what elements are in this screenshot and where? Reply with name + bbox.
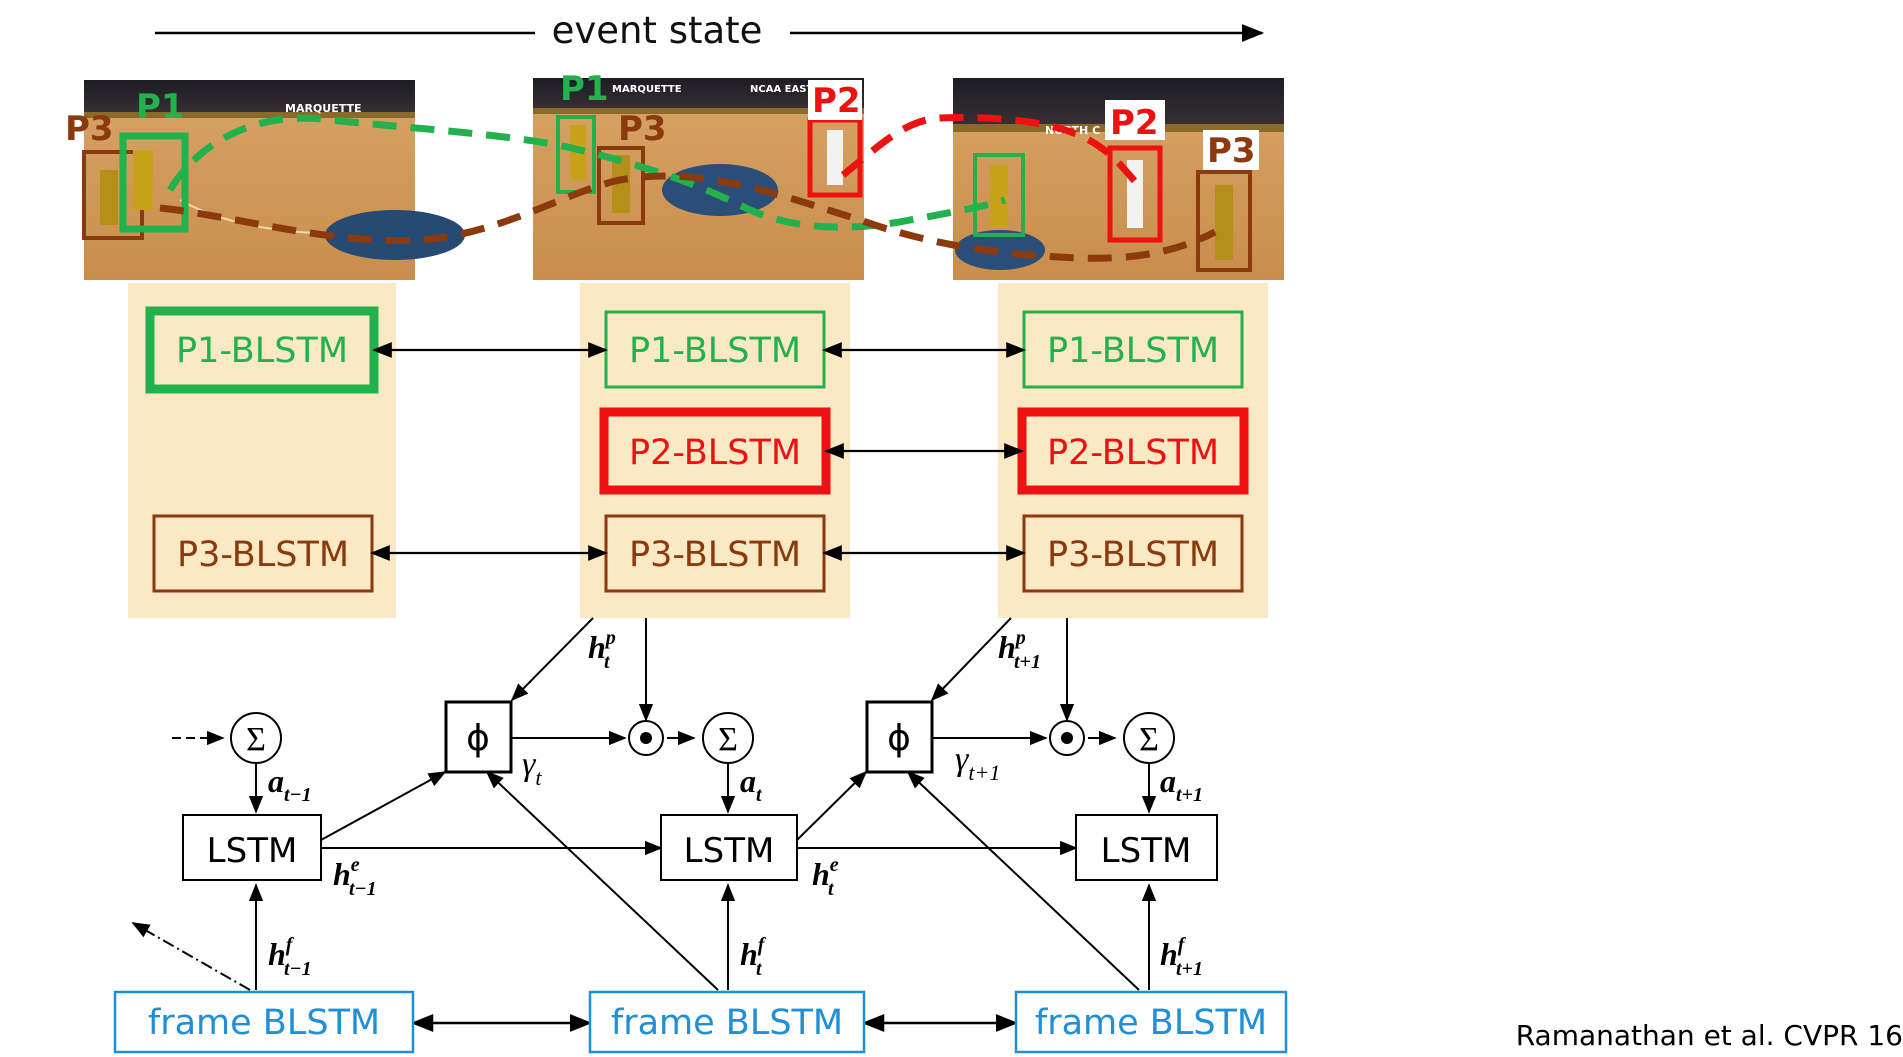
label-gamma-t-plus-1: γt+1 [955, 741, 1000, 785]
p1-tag: P1 [560, 69, 609, 109]
p3-blstm-t: P3-BLSTM [604, 514, 826, 593]
lstm-label: LSTM [207, 831, 298, 871]
dot-node-t [628, 720, 664, 756]
frame-blstm-label: frame BLSTM [1035, 1003, 1267, 1043]
event-state-title: event state [552, 9, 763, 52]
event-state-header: event state [155, 9, 1265, 52]
p2-blstm-label: P2-BLSTM [1047, 433, 1219, 473]
lstm-t-minus-1: LSTM [182, 814, 322, 881]
lstm-t: LSTM [660, 814, 798, 881]
event-network-edges [131, 617, 1157, 1032]
label-a-t-plus-1: at+1 [1160, 763, 1203, 806]
p1-blstm-t-minus-1: P1-BLSTM [145, 306, 379, 394]
p1-blstm-label: P1-BLSTM [176, 331, 348, 371]
p2-blstm-t-plus-1: P2-BLSTM [1017, 407, 1249, 495]
frame-blstm-t-minus-1: frame BLSTM [113, 990, 415, 1054]
p3-blstm-t-plus-1: P3-BLSTM [1022, 514, 1244, 593]
label-a-t-minus-1: at−1 [268, 763, 312, 806]
p1-bbox [973, 153, 1025, 237]
label-a-t: at [740, 763, 763, 806]
p1-blstm-t-plus-1: P1-BLSTM [1022, 310, 1244, 389]
p1-bbox [119, 132, 189, 233]
p1-blstm-t: P1-BLSTM [604, 310, 826, 389]
p3-bbox [597, 146, 645, 225]
scoreboard-text: NCAA EAST BASKET [750, 84, 861, 95]
person-blstm-arrows [370, 342, 1026, 561]
frame-blstm-label: frame BLSTM [611, 1003, 843, 1043]
p3-tag: P3 [618, 109, 667, 149]
sum-symbol: Σ [718, 721, 738, 758]
p3-blstm-label: P3-BLSTM [629, 535, 801, 575]
p2-tag: P2 [812, 81, 861, 121]
frame-image-t-minus-1: MARQUETTE P3 P1 [65, 80, 465, 280]
lstm-t-plus-1: LSTM [1075, 814, 1218, 881]
sum-symbol: Σ [1139, 721, 1159, 758]
phi-node-t-plus-1: ϕ [865, 700, 934, 774]
dot-node-t-plus-1 [1049, 720, 1085, 756]
sum-node-t-plus-1: Σ [1123, 712, 1175, 764]
phi-symbol: ϕ [887, 718, 911, 759]
lstm-label: LSTM [1101, 831, 1192, 871]
p3-trajectory [159, 172, 1217, 262]
p2-tag: P2 [1110, 103, 1159, 143]
sum-node-t-minus-1: Σ [230, 712, 282, 764]
phi-node-t: ϕ [444, 700, 513, 774]
p2-bbox [1107, 145, 1163, 243]
p3-blstm-t-minus-1: P3-BLSTM [152, 514, 374, 593]
p3-tag: P3 [65, 109, 114, 149]
sum-symbol: Σ [246, 721, 266, 758]
p1-blstm-label: P1-BLSTM [629, 331, 801, 371]
frame-blstm-t-plus-1: frame BLSTM [1014, 990, 1288, 1054]
citation: Ramanathan et al. CVPR 16 [1516, 1019, 1903, 1052]
phi-symbol: ϕ [466, 718, 490, 759]
frame-image-t: MARQUETTE NCAA EAST BASKET P1 P3 P2 [533, 69, 864, 280]
p2-blstm-t: P2-BLSTM [599, 407, 831, 495]
label-gamma-t: γt [522, 746, 542, 790]
p3-bbox [1196, 170, 1252, 272]
p1-trajectory [166, 114, 1007, 231]
p3-tag: P3 [1207, 131, 1256, 171]
p2-blstm-label: P2-BLSTM [629, 433, 801, 473]
player-trajectories [159, 114, 1217, 262]
frame-blstm-label: frame BLSTM [148, 1003, 380, 1043]
frame-image-t-plus-1: NORTH C P2 P3 [953, 78, 1284, 280]
p1-blstm-label: P1-BLSTM [1047, 331, 1219, 371]
court-text: MARQUETTE [612, 84, 682, 95]
sum-node-t: Σ [702, 712, 754, 764]
p1-tag: P1 [136, 87, 185, 127]
p3-blstm-label: P3-BLSTM [177, 535, 349, 575]
lstm-label: LSTM [684, 831, 775, 871]
frame-blstm-t: frame BLSTM [588, 990, 866, 1054]
p3-blstm-label: P3-BLSTM [1047, 535, 1219, 575]
court-text: MARQUETTE [285, 102, 362, 115]
